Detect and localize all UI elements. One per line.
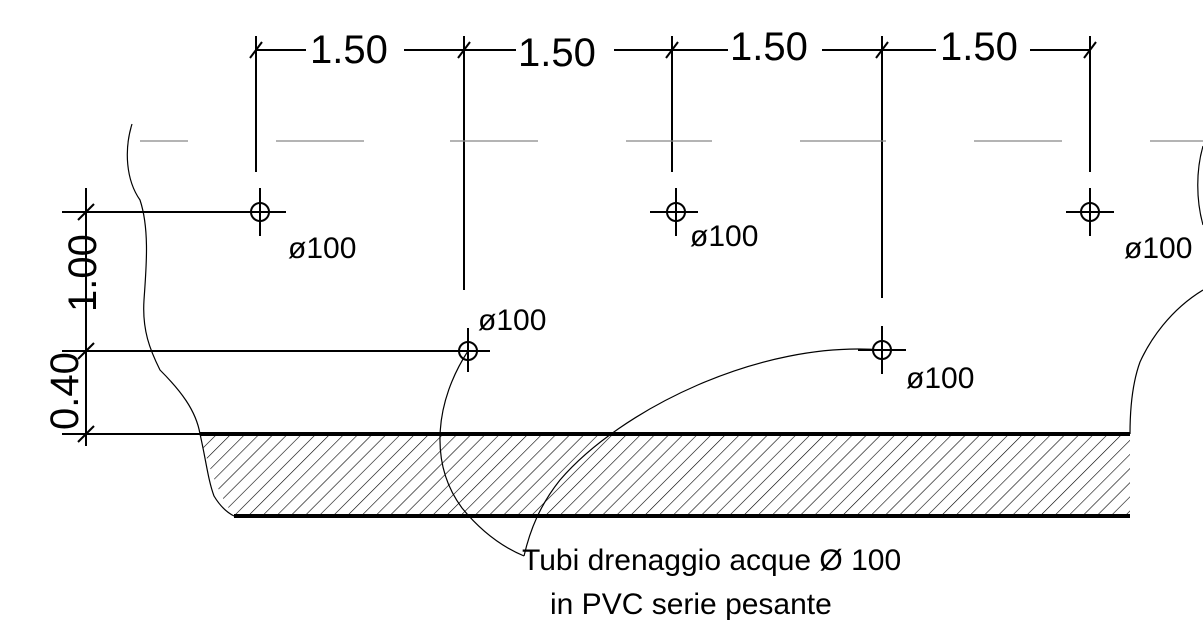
dim-label-1: 1.50 xyxy=(310,28,388,72)
leader-lines xyxy=(439,348,883,557)
note-line-1: Tubi drenaggio acque Ø 100 xyxy=(522,544,901,577)
break-lines xyxy=(126,123,1203,517)
dim-label-vertical-1: 1.00 xyxy=(61,234,105,312)
pipe-symbols xyxy=(242,188,1114,374)
dim-label-vertical-2: 0.40 xyxy=(43,352,87,430)
pipe-label-4: ø100 xyxy=(906,362,974,395)
horizontal-dimension-chain xyxy=(249,36,1097,298)
pipe-label-2: ø100 xyxy=(478,304,546,337)
pipe-label-3: ø100 xyxy=(690,220,758,253)
note-line-2: in PVC serie pesante xyxy=(550,588,832,621)
vertical-dimension-chain xyxy=(62,188,458,446)
dim-label-3: 1.50 xyxy=(730,25,808,69)
pipe-label-1: ø100 xyxy=(288,232,356,265)
hatched-slab xyxy=(200,432,1130,518)
dim-label-2: 1.50 xyxy=(518,31,596,75)
dim-label-4: 1.50 xyxy=(940,25,1018,69)
pipe-label-5: ø100 xyxy=(1124,232,1192,265)
